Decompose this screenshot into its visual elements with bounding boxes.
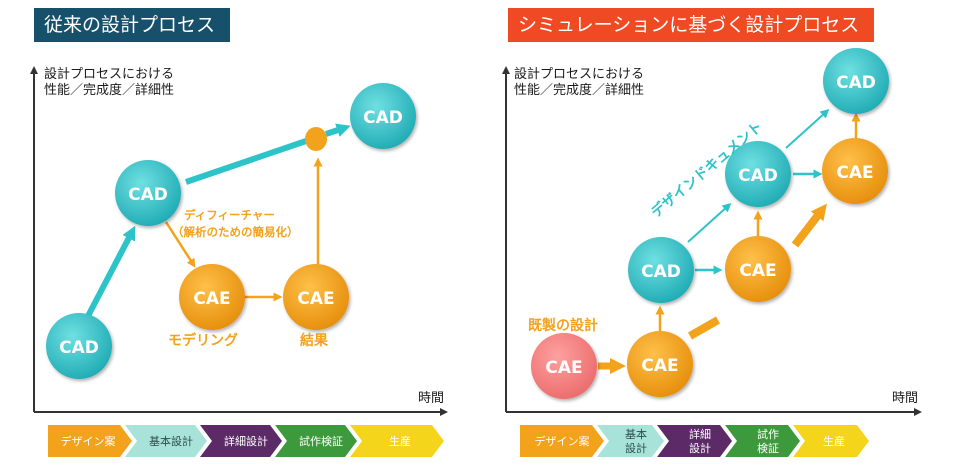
arrow-cad-bottom-to-mid: [85, 225, 136, 318]
junction-dot: [305, 127, 327, 151]
left-y-label-1: 設計プロセスにおける: [44, 66, 174, 82]
svg-text:基本: 基本: [625, 427, 647, 441]
node-cae-existing: CAE: [531, 333, 597, 399]
right-stage-bar: デザイン案 基本 設計 詳細 設計 試作 検証 生産: [520, 425, 869, 457]
svg-text:CAE: CAE: [836, 163, 873, 183]
svg-text:CAE: CAE: [545, 358, 582, 378]
svg-text:CAD: CAD: [738, 166, 778, 186]
svg-text:CAE: CAE: [297, 289, 334, 309]
arrow-cad-to-cae-model: [164, 221, 196, 268]
right-stage-3: 試作 検証: [725, 425, 800, 457]
svg-text:詳細: 詳細: [689, 427, 711, 441]
result-label: 結果: [300, 332, 329, 349]
node-cad-3: CAD: [823, 48, 889, 114]
svg-text:CAE: CAE: [739, 261, 776, 281]
modeling-label: モデリング: [168, 332, 238, 349]
left-panel: 設計プロセスにおける 性能／完成度／詳細性 時間 CAD CAD CAD CAE: [30, 66, 448, 457]
svg-text:CAD: CAD: [363, 108, 403, 128]
defeature-label: ディフィーチャー: [184, 208, 275, 222]
node-cae-result: CAE: [283, 264, 349, 330]
svg-text:CAE: CAE: [641, 356, 678, 376]
node-cad-1: CAD: [628, 237, 694, 303]
svg-text:詳細設計: 詳細設計: [224, 434, 268, 448]
right-x-label: 時間: [892, 391, 918, 406]
node-cad-top: CAD: [350, 83, 416, 149]
arrow-dot-to-cad-top: [325, 123, 351, 137]
right-stage-2: 詳細 設計: [657, 425, 732, 457]
existing-design-label: 既製の設計: [528, 317, 598, 334]
arrow-cae1-to-cae2: [688, 316, 720, 340]
left-stage-1: 基本設計: [125, 425, 207, 457]
defeature-sub-label: （解析のための簡易化）: [172, 225, 299, 239]
svg-text:検証: 検証: [757, 441, 779, 455]
arrow-cad1-to-cad2: [687, 202, 732, 243]
left-title: 従来の設計プロセス: [34, 8, 230, 42]
svg-text:CAD: CAD: [641, 262, 681, 282]
svg-text:試作検証: 試作検証: [299, 434, 343, 448]
svg-text:生産: 生産: [823, 434, 845, 448]
node-cae-2: CAE: [725, 236, 791, 302]
node-cae-model: CAE: [179, 264, 245, 330]
arrow-cad-mid-to-dot: [185, 138, 307, 185]
left-stage-0: デザイン案: [48, 425, 132, 457]
node-cad-mid: CAD: [115, 160, 181, 226]
node-cad-2: CAD: [725, 141, 791, 207]
left-y-label-2: 性能／完成度／詳細性: [44, 82, 174, 98]
svg-text:CAD: CAD: [836, 73, 876, 93]
left-stage-4: 生産: [350, 425, 444, 457]
svg-text:設計: 設計: [689, 441, 711, 455]
svg-text:CAD: CAD: [59, 338, 99, 358]
svg-text:デザイン案: デザイン案: [535, 434, 590, 448]
right-title: シミュレーションに基づく設計プロセス: [508, 8, 874, 42]
svg-text:生産: 生産: [389, 434, 411, 448]
left-stage-bar: デザイン案 基本設計 詳細設計 試作検証 生産: [48, 425, 444, 457]
svg-text:デザイン案: デザイン案: [61, 434, 116, 448]
node-cad-bottom: CAD: [46, 313, 112, 379]
right-stage-4: 生産: [793, 425, 869, 457]
node-cae-1: CAE: [627, 331, 693, 397]
svg-text:試作: 試作: [757, 427, 779, 441]
right-stage-0: デザイン案: [520, 425, 604, 457]
svg-text:設計: 設計: [625, 441, 647, 455]
right-stage-1: 基本 設計: [597, 425, 664, 457]
left-x-label: 時間: [418, 391, 444, 406]
right-panel: 設計プロセスにおける 性能／完成度／詳細性 時間 CAE CAE CAD: [502, 48, 922, 457]
arrow-cad2-to-cad3: [785, 108, 830, 149]
left-stage-2: 詳細設計: [200, 425, 282, 457]
svg-text:CAD: CAD: [128, 185, 168, 205]
left-stage-3: 試作検証: [275, 425, 357, 457]
arrow-cae2-to-cae3: [791, 203, 827, 248]
node-cae-3: CAE: [822, 138, 888, 204]
right-y-label-2: 性能／完成度／詳細性: [514, 82, 644, 98]
right-y-label-1: 設計プロセスにおける: [514, 66, 644, 82]
svg-text:CAE: CAE: [193, 289, 230, 309]
svg-text:基本設計: 基本設計: [149, 434, 193, 448]
